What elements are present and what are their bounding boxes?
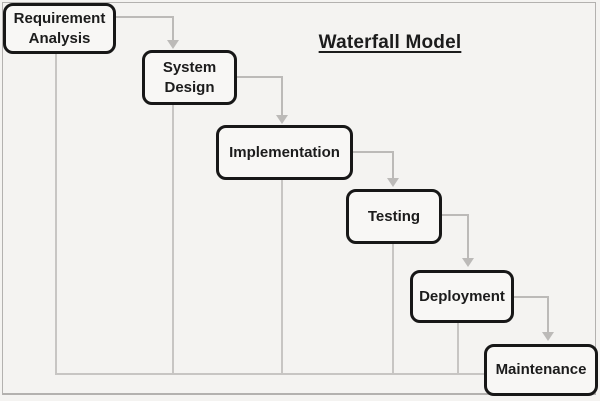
feedback-line-implementation bbox=[281, 180, 283, 375]
arrow-down-icon bbox=[387, 178, 399, 187]
stage-box-testing: Testing bbox=[346, 189, 442, 244]
feedback-line-bottom-rail bbox=[55, 373, 484, 375]
stage-box-requirement-analysis: Requirement Analysis bbox=[3, 3, 116, 54]
feedback-line-testing bbox=[392, 244, 394, 375]
stage-label: Requirement Analysis bbox=[13, 10, 106, 47]
connector-deployment-to-maintenance-horizontal bbox=[514, 296, 549, 298]
stage-label: System Design bbox=[162, 59, 217, 96]
stage-label: Maintenance bbox=[495, 361, 587, 379]
diagram-title: Waterfall Model bbox=[318, 32, 462, 53]
arrow-down-icon bbox=[276, 115, 288, 124]
connector-testing-to-deployment-vertical bbox=[467, 214, 469, 259]
connector-requirement-to-design-horizontal bbox=[116, 16, 174, 18]
stage-box-system-design: System Design bbox=[142, 50, 237, 105]
stage-label: Testing bbox=[367, 207, 421, 225]
image-border-frame bbox=[2, 2, 596, 395]
stage-box-maintenance: Maintenance bbox=[484, 344, 598, 396]
arrow-down-icon bbox=[462, 258, 474, 267]
stage-label: Deployment bbox=[419, 287, 505, 305]
feedback-line-system-design bbox=[172, 105, 174, 375]
connector-implementation-to-testing-horizontal bbox=[353, 151, 394, 153]
connector-design-to-implementation-vertical bbox=[281, 76, 283, 116]
connector-testing-to-deployment-horizontal bbox=[442, 214, 469, 216]
stage-box-implementation: Implementation bbox=[216, 125, 353, 180]
connector-implementation-to-testing-vertical bbox=[392, 151, 394, 179]
connector-deployment-to-maintenance-vertical bbox=[547, 296, 549, 333]
feedback-line-deployment bbox=[457, 323, 459, 375]
arrow-down-icon bbox=[542, 332, 554, 341]
feedback-line-requirement-analysis bbox=[55, 54, 57, 375]
stage-box-deployment: Deployment bbox=[410, 270, 514, 323]
connector-requirement-to-design-vertical bbox=[172, 16, 174, 41]
arrow-down-icon bbox=[167, 40, 179, 49]
connector-design-to-implementation-horizontal bbox=[237, 76, 283, 78]
stage-label: Implementation bbox=[229, 143, 340, 161]
